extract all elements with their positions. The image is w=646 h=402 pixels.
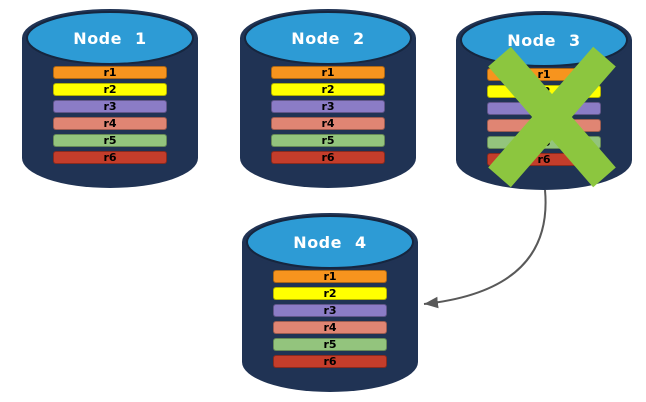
replica-row-r3: r3 bbox=[487, 102, 601, 115]
replica-row-list: r1 r2 r3 r4 r5 r6 bbox=[273, 270, 387, 372]
node-title: Node 3 bbox=[507, 31, 581, 50]
replica-row-r6: r6 bbox=[273, 355, 387, 368]
replica-row-list: r1 r2 r3 r4 r5 r6 bbox=[487, 68, 601, 170]
replica-row-r4: r4 bbox=[487, 119, 601, 132]
replica-row-r4: r4 bbox=[273, 321, 387, 334]
node-2: Node 2 r1 r2 r3 r4 r5 r6 bbox=[238, 8, 418, 190]
replica-row-r1: r1 bbox=[53, 66, 167, 79]
node-title: Node 2 bbox=[291, 29, 365, 48]
replica-row-r6: r6 bbox=[487, 153, 601, 166]
replica-row-r4: r4 bbox=[271, 117, 385, 130]
replica-row-list: r1 r2 r3 r4 r5 r6 bbox=[271, 66, 385, 168]
replica-row-r3: r3 bbox=[271, 100, 385, 113]
replica-row-r1: r1 bbox=[487, 68, 601, 81]
node-4: Node 4 r1 r2 r3 r4 r5 r6 bbox=[240, 212, 420, 394]
replica-row-r6: r6 bbox=[53, 151, 167, 164]
replica-row-r1: r1 bbox=[273, 270, 387, 283]
node-3: Node 3 r1 r2 r3 r4 r5 r6 bbox=[454, 10, 634, 192]
replica-row-list: r1 r2 r3 r4 r5 r6 bbox=[53, 66, 167, 168]
replica-row-r3: r3 bbox=[273, 304, 387, 317]
replica-row-r5: r5 bbox=[53, 134, 167, 147]
replica-row-r2: r2 bbox=[273, 287, 387, 300]
replica-row-r5: r5 bbox=[273, 338, 387, 351]
replica-row-r1: r1 bbox=[271, 66, 385, 79]
replica-row-r5: r5 bbox=[271, 134, 385, 147]
replica-row-r4: r4 bbox=[53, 117, 167, 130]
replica-row-r6: r6 bbox=[271, 151, 385, 164]
replica-row-r3: r3 bbox=[53, 100, 167, 113]
replica-row-r2: r2 bbox=[487, 85, 601, 98]
replica-row-r2: r2 bbox=[271, 83, 385, 96]
node-1: Node 1 r1 r2 r3 r4 r5 r6 bbox=[20, 8, 200, 190]
node-title: Node 1 bbox=[73, 29, 147, 48]
replica-row-r5: r5 bbox=[487, 136, 601, 149]
node-title: Node 4 bbox=[293, 233, 367, 252]
replica-row-r2: r2 bbox=[53, 83, 167, 96]
